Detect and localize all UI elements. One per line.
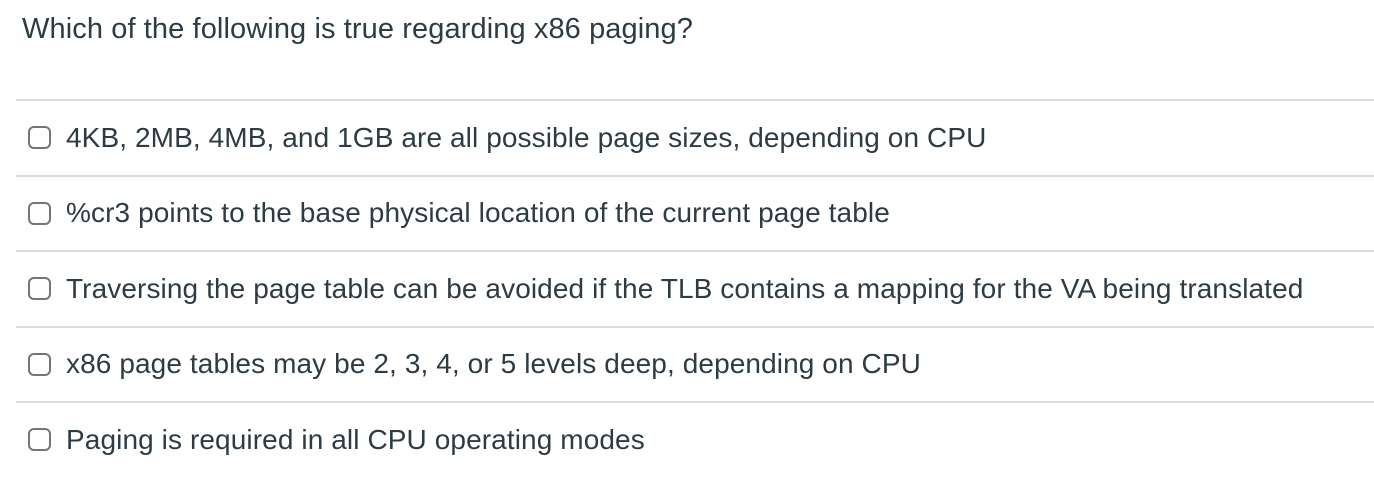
answer-option-label: x86 page tables may be 2, 3, 4, or 5 lev… bbox=[66, 348, 921, 380]
question-title: Which of the following is true regarding… bbox=[22, 13, 693, 45]
checkbox-icon[interactable] bbox=[28, 126, 51, 150]
answer-option-1[interactable]: 4KB, 2MB, 4MB, and 1GB are all possible … bbox=[16, 99, 1374, 175]
answer-option-label: Traversing the page table can be avoided… bbox=[66, 272, 1304, 304]
checkbox-icon[interactable] bbox=[28, 352, 51, 376]
checkbox-icon[interactable] bbox=[28, 428, 51, 452]
checkbox-icon[interactable] bbox=[28, 201, 51, 225]
answer-option-2[interactable]: %cr3 points to the base physical locatio… bbox=[16, 174, 1374, 251]
answer-option-3[interactable]: Traversing the page table can be avoided… bbox=[16, 250, 1374, 326]
answer-option-label: Paging is required in all CPU operating … bbox=[66, 423, 645, 455]
answer-option-5[interactable]: Paging is required in all CPU operating … bbox=[16, 401, 1374, 477]
answer-option-4[interactable]: x86 page tables may be 2, 3, 4, or 5 lev… bbox=[16, 325, 1374, 402]
answer-options-list: 4KB, 2MB, 4MB, and 1GB are all possible … bbox=[16, 99, 1374, 477]
answer-option-label: %cr3 points to the base physical locatio… bbox=[66, 197, 890, 229]
checkbox-icon[interactable] bbox=[28, 277, 51, 301]
answer-option-label: 4KB, 2MB, 4MB, and 1GB are all possible … bbox=[66, 121, 987, 153]
